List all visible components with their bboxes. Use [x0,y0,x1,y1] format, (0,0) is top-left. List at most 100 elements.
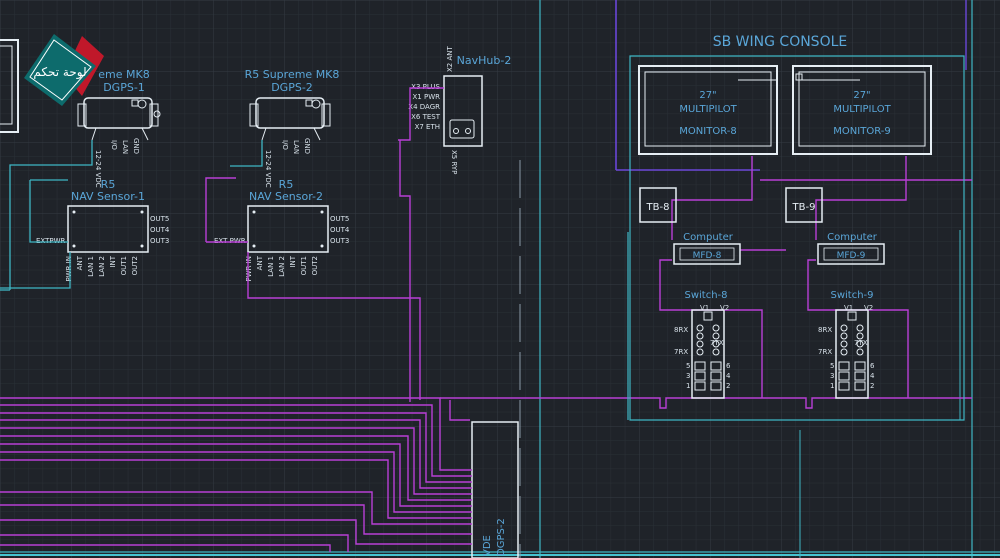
svg-text:MFD-9: MFD-9 [837,251,866,261]
svg-text:V1: V1 [844,304,853,312]
switch-8: Switch-8 V1 V2 8RX 7RX 7TX 5 3 1 6 4 2 [674,290,731,399]
svg-text:2: 2 [870,382,874,390]
svg-text:ANT: ANT [256,255,264,270]
svg-text:V2: V2 [720,304,729,312]
nav-sensor-2: R5 NAV Sensor-2 EXT PWR OUT5 OUT4 OUT3 P… [214,178,350,282]
svg-text:GND: GND [132,138,140,154]
svg-text:GND: GND [303,138,311,154]
left-monitor-fragment [0,39,19,133]
magenta-wiring [0,87,972,552]
console-outline [627,55,965,421]
vde-label-2: DGPS-2 [496,518,507,556]
svg-text:7RX: 7RX [674,348,688,356]
svg-text:INT: INT [289,255,297,267]
svg-text:8RX: 8RX [674,326,688,334]
svg-text:8RX: 8RX [818,326,832,334]
logo-text: لوحة تحكم [33,65,86,80]
svg-text:MULTIPILOT: MULTIPILOT [833,104,891,115]
svg-text:12-24 VDC: 12-24 VDC [264,150,272,188]
svg-text:INT: INT [109,255,117,267]
svg-text:LAN: LAN [292,140,300,154]
svg-text:X3 PLUS: X3 PLUS [411,83,440,91]
navhub-title: NavHub-2 [457,54,512,67]
svg-text:ANT: ANT [76,255,84,270]
nav-2-title: R5 [279,178,294,191]
svg-text:TB-9: TB-9 [792,202,816,213]
svg-text:X2 ANT: X2 ANT [446,46,454,72]
gps-2-subtitle: DGPS-2 [271,81,313,94]
svg-text:OUT3: OUT3 [150,237,169,245]
nav-1-title: R5 [101,178,116,191]
svg-text:EXTPWR: EXTPWR [36,237,66,245]
nav-1-subtitle: NAV Sensor-1 [71,190,145,203]
svg-text:OUT3: OUT3 [330,237,349,245]
svg-text:MONITOR-9: MONITOR-9 [833,126,890,137]
svg-text:X1 PWR: X1 PWR [413,93,441,101]
svg-text:X6 TEST: X6 TEST [411,113,441,121]
svg-text:1: 1 [686,382,690,390]
svg-text:LAN: LAN [121,140,129,154]
vde-label: VDE [482,535,493,556]
vde-box: VDE DGPS-2 [471,421,519,558]
tb-8: TB-8 [639,187,677,223]
svg-text:5: 5 [686,362,690,370]
gps-1-subtitle: DGPS-1 [103,81,145,94]
svg-text:EXT PWR: EXT PWR [214,237,246,245]
computer-mfd-9: Computer MFD-9 [817,232,885,265]
tb-9: TB-9 [785,187,823,223]
svg-text:OUT4: OUT4 [150,226,170,234]
svg-text:3: 3 [830,372,834,380]
svg-text:6: 6 [870,362,875,370]
svg-text:Switch-9: Switch-9 [830,290,873,301]
svg-text:7TX: 7TX [854,339,868,347]
gps-2-title: R5 Supreme MK8 [245,68,340,81]
svg-text:V2: V2 [864,304,873,312]
svg-text:MFD-8: MFD-8 [693,251,722,261]
svg-text:X5 RYP: X5 RYP [450,150,458,174]
svg-text:OUT2: OUT2 [311,256,319,275]
svg-text:OUT4: OUT4 [330,226,350,234]
gps-unit-1: eme MK8 DGPS-1 12-24 VDC I/O LAN GND [77,68,161,188]
svg-text:V1: V1 [700,304,709,312]
svg-text:LAN 1: LAN 1 [267,256,275,277]
nav-2-subtitle: NAV Sensor-2 [249,190,323,203]
cyan-wiring [0,140,263,291]
svg-text:Computer: Computer [683,232,734,243]
svg-text:PWR IN: PWR IN [245,256,253,282]
svg-text:LAN 2: LAN 2 [278,256,286,277]
svg-text:I/O: I/O [281,140,289,150]
svg-text:X4 DAGR: X4 DAGR [408,103,440,111]
svg-text:4: 4 [726,372,731,380]
nav-sensor-1: R5 NAV Sensor-1 EXTPWR OUT5 OUT4 OUT3 PW… [36,178,170,282]
computer-mfd-8: Computer MFD-8 [673,232,741,265]
svg-text:3: 3 [686,372,690,380]
svg-text:1: 1 [830,382,834,390]
svg-text:TB-8: TB-8 [646,202,670,213]
svg-text:6: 6 [726,362,731,370]
svg-text:I/O: I/O [110,140,118,150]
svg-text:5: 5 [830,362,834,370]
svg-text:OUT1: OUT1 [120,256,128,275]
console-title: SB WING CONSOLE [713,34,848,50]
svg-text:MONITOR-8: MONITOR-8 [679,126,736,137]
svg-text:12-24 VDC: 12-24 VDC [94,150,102,188]
svg-text:4: 4 [870,372,875,380]
svg-text:OUT2: OUT2 [131,256,139,275]
svg-text:Computer: Computer [827,232,878,243]
svg-text:7RX: 7RX [818,348,832,356]
gps-1-title: eme MK8 [98,68,149,81]
svg-text:OUT1: OUT1 [300,256,308,275]
svg-text:2: 2 [726,382,730,390]
svg-text:LAN 1: LAN 1 [87,256,95,277]
svg-text:LAN 2: LAN 2 [98,256,106,277]
svg-text:Switch-8: Switch-8 [684,290,727,301]
navhub-2: NavHub-2 X3 PLUS X1 PWR X4 DAGR X6 TEST … [408,46,511,175]
gps-unit-2: R5 Supreme MK8 DGPS-2 12-24 VDC I/O LAN … [245,68,340,188]
svg-text:OUT5: OUT5 [150,215,169,223]
brand-logo: لوحة تحكم [24,34,104,106]
svg-text:OUT5: OUT5 [330,215,349,223]
